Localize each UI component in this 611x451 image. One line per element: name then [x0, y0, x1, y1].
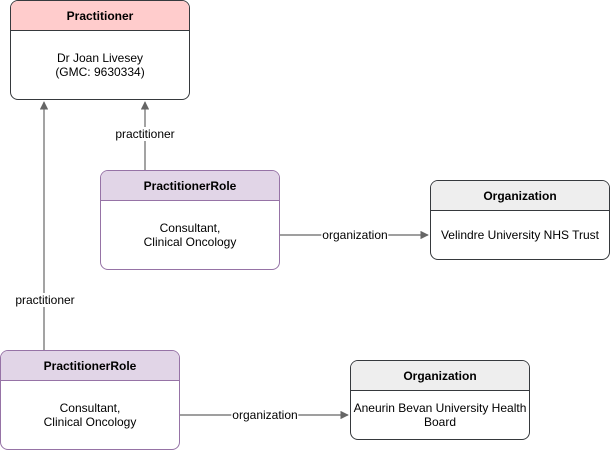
- organization-node-2[interactable]: Organization Aneurin Bevan University He…: [350, 360, 530, 440]
- practitioner-title: Practitioner: [11, 1, 189, 31]
- edge-label-practitioner: practitioner: [114, 127, 176, 141]
- practitioner-role-body: Consultant, Clinical Oncology: [143, 221, 237, 249]
- organization-body: Aneurin Bevan University Health Board: [353, 401, 527, 429]
- practitioner-role-title: PractitionerRole: [1, 351, 179, 381]
- practitioner-body: Dr Joan Livesey (GMC: 9630334): [55, 51, 145, 79]
- edge-label-organization: organization: [231, 408, 299, 422]
- organization-title: Organization: [431, 181, 609, 211]
- organization-body: Velindre University NHS Trust: [440, 228, 600, 242]
- practitioner-role-title: PractitionerRole: [101, 171, 279, 201]
- practitioner-role-body: Consultant, Clinical Oncology: [43, 401, 137, 429]
- edge-label-practitioner: practitioner: [14, 293, 76, 307]
- practitioner-role-node-2[interactable]: PractitionerRole Consultant, Clinical On…: [0, 350, 180, 450]
- organization-node-1[interactable]: Organization Velindre University NHS Tru…: [430, 180, 610, 260]
- practitioner-node[interactable]: Practitioner Dr Joan Livesey (GMC: 96303…: [10, 0, 190, 100]
- organization-title: Organization: [351, 361, 529, 391]
- practitioner-role-node-1[interactable]: PractitionerRole Consultant, Clinical On…: [100, 170, 280, 270]
- edge-label-organization: organization: [321, 228, 389, 242]
